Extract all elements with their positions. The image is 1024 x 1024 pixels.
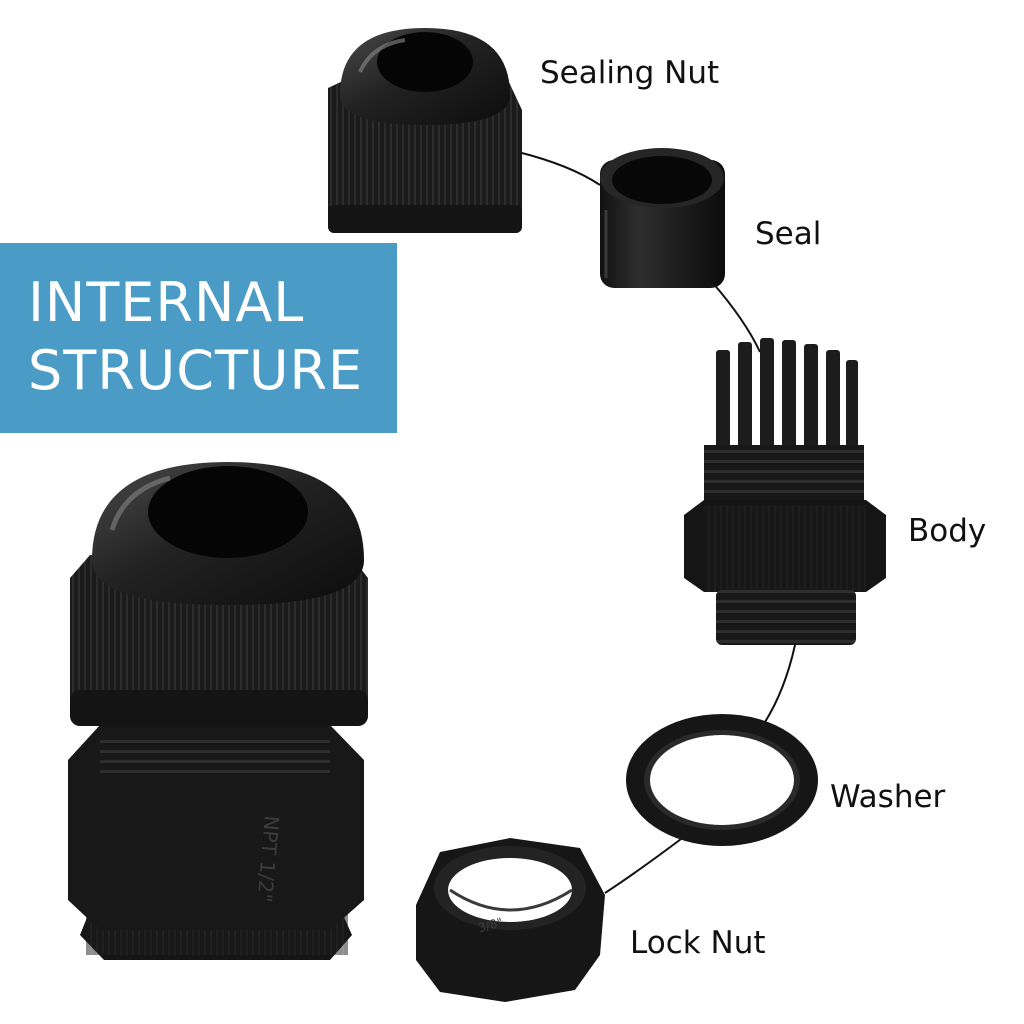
seal-part <box>600 148 725 288</box>
connector-lines <box>517 151 796 894</box>
connector-line-nut-seal <box>517 151 601 186</box>
washer-part <box>626 714 818 846</box>
label-body: Body <box>908 513 987 549</box>
sealing-nut-part <box>328 28 522 233</box>
assembled-cable-gland: NPT 1/2" <box>68 462 368 960</box>
label-sealing-nut: Sealing Nut <box>540 55 720 91</box>
label-lock-nut: Lock Nut <box>630 925 766 961</box>
lock-nut-part <box>416 838 605 1002</box>
connector-line-seal-body <box>711 281 761 353</box>
label-seal: Seal <box>755 216 822 252</box>
connector-line-body-washer <box>764 644 796 723</box>
banner-title-line-1: INTERNAL <box>28 271 305 334</box>
body-part <box>684 338 886 645</box>
connector-line-washer-locknut <box>604 835 686 894</box>
internal-structure-banner: INTERNAL STRUCTURE <box>0 243 397 433</box>
banner-title-line-2: STRUCTURE <box>28 339 364 402</box>
label-washer: Washer <box>830 779 946 815</box>
